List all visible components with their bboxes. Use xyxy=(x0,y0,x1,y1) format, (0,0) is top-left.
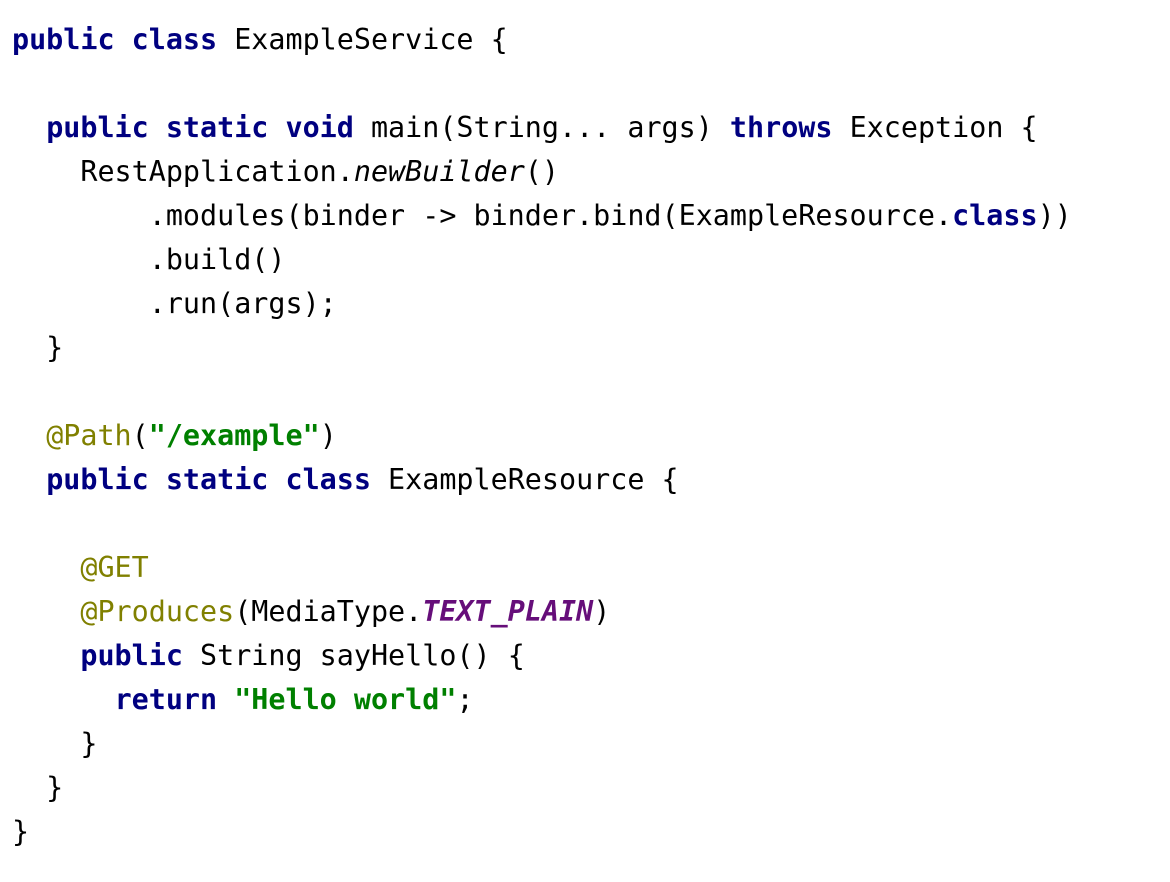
code-token: } xyxy=(12,331,64,364)
keyword-token: class xyxy=(285,463,371,496)
keyword-token: static xyxy=(165,463,269,496)
code-token: .modules(binder -> binder.bind(ExampleRe… xyxy=(12,199,953,232)
keyword-token: void xyxy=(285,111,354,144)
keyword-token: return xyxy=(114,683,218,716)
code-line: } xyxy=(12,326,1072,370)
code-token: .run(args); xyxy=(12,287,337,320)
keyword-token: public xyxy=(12,23,115,56)
code-token: ; xyxy=(456,683,474,716)
code-token: ExampleResource { xyxy=(370,463,679,496)
code-line: public static void main(String... args) … xyxy=(12,106,1072,150)
code-line: return "Hello world"; xyxy=(12,678,1072,722)
code-token: main(String... args) xyxy=(353,111,730,144)
code-token: () xyxy=(524,155,559,188)
code-line: RestApplication.newBuilder() xyxy=(12,150,1072,194)
constant-token: TEXT_PLAIN xyxy=(422,595,594,628)
code-token: String sayHello() { xyxy=(182,639,525,672)
code-token xyxy=(12,111,46,144)
code-token: } xyxy=(12,815,30,848)
code-token: .build() xyxy=(12,243,286,276)
keyword-token: static xyxy=(165,111,269,144)
code-token: Exception { xyxy=(832,111,1038,144)
code-token: )) xyxy=(1037,199,1072,232)
keyword-token: public xyxy=(80,639,183,672)
code-token: ) xyxy=(593,595,611,628)
code-token xyxy=(149,111,166,144)
code-token: } xyxy=(12,727,98,760)
annotation-token: @GET xyxy=(80,551,149,584)
code-token xyxy=(12,595,80,628)
code-token: ) xyxy=(319,419,337,452)
code-line: @Produces(MediaType.TEXT_PLAIN) xyxy=(12,590,1072,634)
code-line: public static class ExampleResource { xyxy=(12,458,1072,502)
code-block: public class ExampleService { public sta… xyxy=(12,18,1072,854)
code-token: (MediaType. xyxy=(234,595,423,628)
code-token: ( xyxy=(131,419,149,452)
code-line: } xyxy=(12,766,1072,810)
string-token: "Hello world" xyxy=(234,683,457,716)
code-token: ExampleService { xyxy=(217,23,508,56)
method-token: newBuilder xyxy=(353,155,525,188)
code-token xyxy=(12,551,80,584)
code-line: .build() xyxy=(12,238,1072,282)
keyword-token: throws xyxy=(729,111,833,144)
code-token xyxy=(115,23,132,56)
code-token xyxy=(268,463,285,496)
code-token xyxy=(217,683,234,716)
code-token xyxy=(12,639,80,672)
code-token xyxy=(268,111,285,144)
keyword-token: class xyxy=(952,199,1038,232)
keyword-token: public xyxy=(46,463,149,496)
code-token xyxy=(12,683,115,716)
code-line: public class ExampleService { xyxy=(12,18,1072,62)
code-line xyxy=(12,502,1072,546)
annotation-token: @Path xyxy=(46,419,132,452)
code-token xyxy=(12,419,46,452)
code-line: @Path("/example") xyxy=(12,414,1072,458)
code-token xyxy=(149,463,166,496)
annotation-token: @Produces xyxy=(80,595,235,628)
code-token: } xyxy=(12,771,64,804)
code-line: public String sayHello() { xyxy=(12,634,1072,678)
code-line: .modules(binder -> binder.bind(ExampleRe… xyxy=(12,194,1072,238)
code-line: } xyxy=(12,810,1072,854)
code-line xyxy=(12,62,1072,106)
code-line: } xyxy=(12,722,1072,766)
code-line: .run(args); xyxy=(12,282,1072,326)
code-token: RestApplication. xyxy=(12,155,354,188)
string-token: "/example" xyxy=(148,419,320,452)
keyword-token: public xyxy=(46,111,149,144)
code-line xyxy=(12,370,1072,414)
code-line: @GET xyxy=(12,546,1072,590)
code-token xyxy=(12,463,46,496)
keyword-token: class xyxy=(131,23,218,56)
